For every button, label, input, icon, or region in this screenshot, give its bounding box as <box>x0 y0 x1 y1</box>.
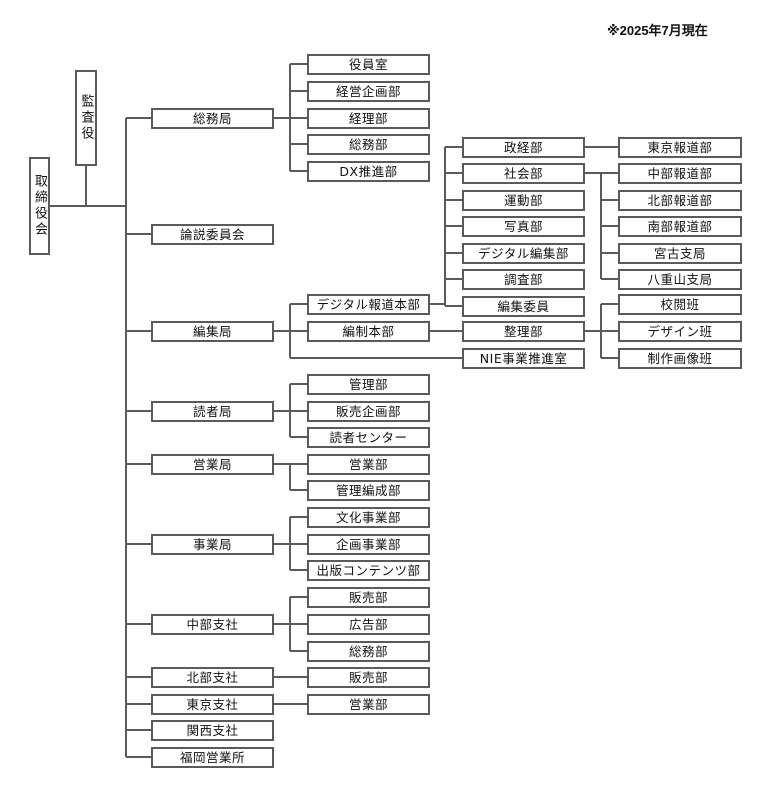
dept-box: デジタル編集部 <box>462 243 585 264</box>
dept-box: 社会部 <box>462 163 585 184</box>
bureau-business-box: 事業局 <box>151 534 274 555</box>
dept-box: 管理部 <box>307 374 430 395</box>
branch-kansai-box: 関西支社 <box>151 720 274 741</box>
dept-box: 営業部 <box>307 454 430 475</box>
branch-chubu-box: 中部支社 <box>151 614 274 635</box>
team-box: 校閲班 <box>618 294 742 315</box>
dept-box: 経営企画部 <box>307 81 430 102</box>
date-note: ※2025年7月現在 <box>607 23 708 38</box>
dept-box: 企画事業部 <box>307 534 430 555</box>
dept-box: 総務部 <box>307 134 430 155</box>
dept-box: 調査部 <box>462 269 585 290</box>
bureau-general-affairs-box: 総務局 <box>151 108 274 129</box>
digital-news-hq-box: デジタル報道本部 <box>307 294 430 315</box>
branch-hokubu-box: 北部支社 <box>151 667 274 688</box>
dept-box: 販売部 <box>307 587 430 608</box>
dept-box: 販売企画部 <box>307 401 430 422</box>
team-box: 制作画像班 <box>618 348 742 369</box>
dept-box: 役員室 <box>307 54 430 75</box>
dept-box: 出版コンテンツ部 <box>307 560 430 581</box>
layout-dept-box: 整理部 <box>462 321 585 342</box>
dept-box: 営業部 <box>307 694 430 715</box>
dept-box: 政経部 <box>462 137 585 158</box>
editorial-board-box: 論説委員会 <box>151 224 274 245</box>
nie-office-box: NIE事業推進室 <box>462 348 585 369</box>
dept-box: 読者センター <box>307 427 430 448</box>
office-fukuoka-box: 福岡営業所 <box>151 747 274 768</box>
dept-box: 総務部 <box>307 641 430 662</box>
dept-box: 写真部 <box>462 216 585 237</box>
team-box: デザイン班 <box>618 321 742 342</box>
dept-box: DX推進部 <box>307 161 430 182</box>
dept-box: 広告部 <box>307 614 430 635</box>
production-hq-box: 編制本部 <box>307 321 430 342</box>
sub-dept-box: 中部報道部 <box>618 163 742 184</box>
bureau-editorial-box: 編集局 <box>151 321 274 342</box>
tokyo-news-dept-box: 東京報道部 <box>618 137 742 158</box>
sub-dept-box: 宮古支局 <box>618 243 742 264</box>
sub-dept-box: 北部報道部 <box>618 190 742 211</box>
connector-lines <box>49 63 618 758</box>
dept-box: 運動部 <box>462 190 585 211</box>
branch-tokyo-box: 東京支社 <box>151 694 274 715</box>
dept-box: 販売部 <box>307 667 430 688</box>
dept-box: 経理部 <box>307 108 430 129</box>
sub-dept-box: 南部報道部 <box>618 216 742 237</box>
sub-dept-box: 八重山支局 <box>618 269 742 290</box>
dept-box: 文化事業部 <box>307 507 430 528</box>
dept-box: 編集委員 <box>462 296 585 317</box>
bureau-sales-box: 営業局 <box>151 454 274 475</box>
dept-box: 管理編成部 <box>307 480 430 501</box>
auditor-box: 監査役 <box>75 70 97 166</box>
bureau-readers-box: 読者局 <box>151 401 274 422</box>
board-box: 取締役会 <box>29 157 50 255</box>
